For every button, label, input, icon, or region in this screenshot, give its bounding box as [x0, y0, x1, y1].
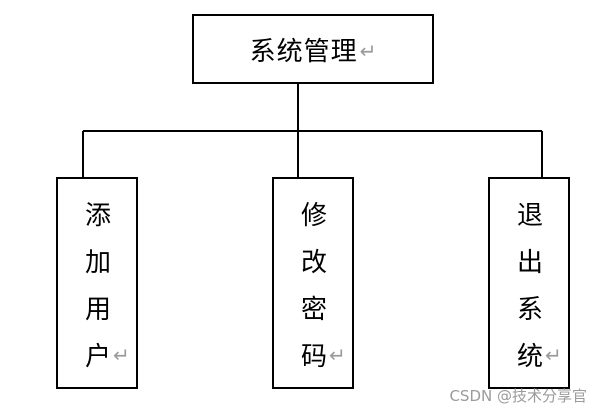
paragraph-mark-icon: ↵ — [359, 39, 377, 63]
child-node-exit-system: 退出系统 ↵ — [488, 177, 570, 389]
child-node-change-password: 修改密码 ↵ — [272, 177, 354, 389]
paragraph-mark-icon: ↵ — [545, 343, 562, 367]
child-node-label: 修改密码 — [300, 201, 327, 372]
paragraph-mark-icon: ↵ — [113, 343, 130, 367]
child-node-label: 退出系统 — [516, 201, 543, 372]
root-node-system-management: 系统管理↵ — [192, 14, 434, 84]
paragraph-mark-icon: ↵ — [329, 343, 346, 367]
watermark-text: CSDN @技术分享官 — [449, 387, 587, 405]
child-node-add-user: 添加用户 ↵ — [56, 177, 138, 389]
child-node-label: 添加用户 — [84, 201, 111, 372]
root-node-label: 系统管理 — [249, 36, 358, 67]
